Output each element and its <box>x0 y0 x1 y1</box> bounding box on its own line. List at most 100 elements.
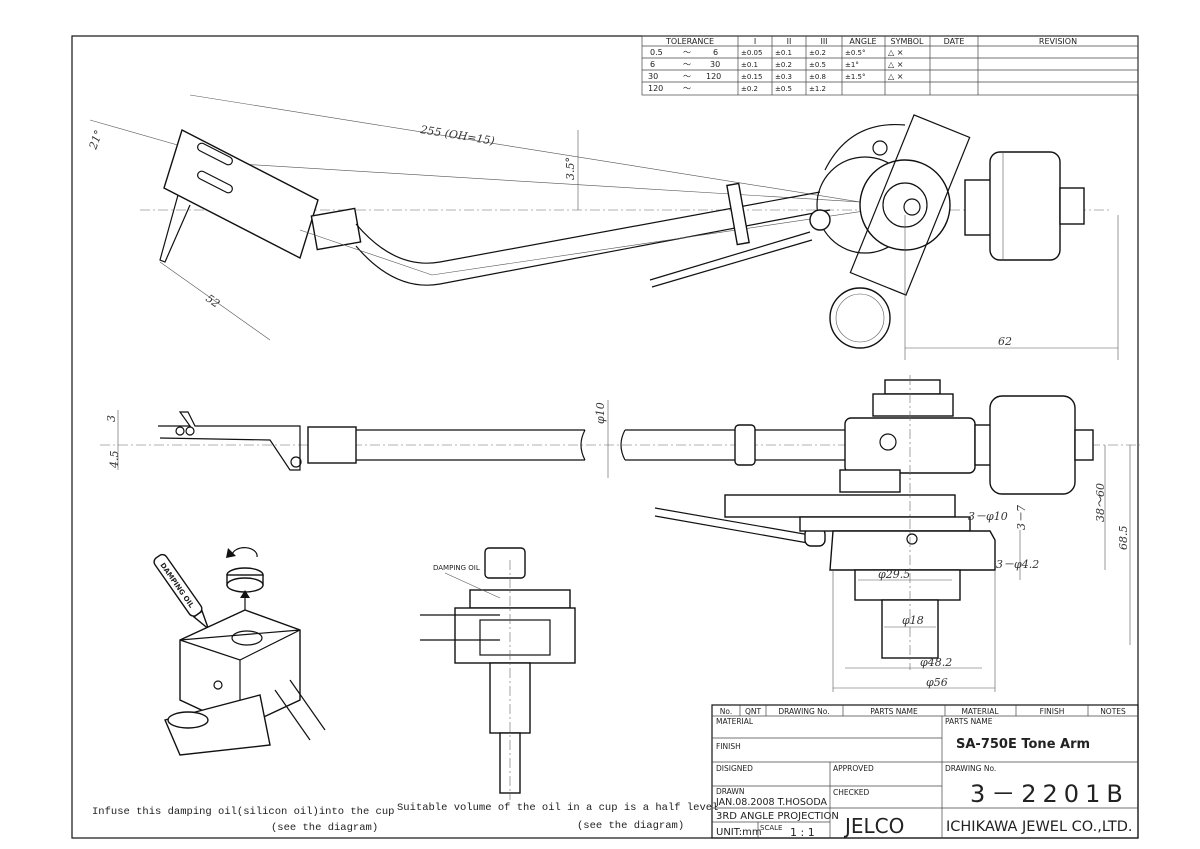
tol-header: ANGLE <box>849 37 876 46</box>
tol-cell: 30 <box>710 60 720 69</box>
tol-cell: ±1° <box>845 61 859 69</box>
tol-header: DATE <box>944 37 965 46</box>
dim-dia-56: φ56 <box>926 676 948 689</box>
oil-bottle: DAMPING OIL <box>153 553 210 631</box>
top-view: 21° 255 (OH=15) 3.5° 52 62 <box>86 94 1119 360</box>
bottle-label: DAMPING OIL <box>158 561 195 609</box>
tol-row: 6 ～ 30 ±0.1 ±0.2 ±0.5 ±1° △ × <box>650 60 903 69</box>
tol-row: 120 ～ ±0.2 ±0.5 ±1.2 <box>648 84 826 93</box>
tol-cell: ±0.1 <box>741 61 758 69</box>
tol-cell: △ × <box>888 72 903 81</box>
tol-cell: 6 <box>713 48 718 57</box>
dim-side-4-5: 4.5 <box>108 451 121 470</box>
tb-header: No. <box>720 707 732 716</box>
caption-2-line-1: Suitable volume of the oil in a cup is a… <box>397 802 718 814</box>
dim-offset-angle: 21° <box>86 128 105 152</box>
headshell <box>159 128 362 263</box>
tol-cell: ±0.5 <box>809 61 826 69</box>
tol-cell: 6 <box>650 60 655 69</box>
cutaway-illustration: DAMPING OIL <box>420 547 576 800</box>
anti-skate-dial <box>829 287 891 349</box>
parts-name: SA-750E Tone Arm <box>956 737 1090 752</box>
tol-cell: ±0.5° <box>845 49 866 57</box>
tol-cell: ±0.2 <box>741 85 758 93</box>
tol-cell: ～ <box>683 72 691 81</box>
drawing-number: 3－2201B <box>970 780 1129 808</box>
tol-row: 30～120 ±0.15±0.3±0.8±1.5°△ × <box>648 72 903 81</box>
dim-depth: 3－7 <box>1015 505 1028 530</box>
scale-label: SCALE <box>760 824 782 832</box>
tol-cell: ±0.2 <box>809 49 826 57</box>
cutaway-label: DAMPING OIL <box>433 564 480 572</box>
tol-cell: ±0.2 <box>775 61 792 69</box>
parts-name-label: PARTS NAME <box>945 717 993 726</box>
tol-header: TOLERANCE <box>665 37 714 46</box>
company-name: ICHIKAWA JEWEL CO.,LTD. <box>946 819 1133 835</box>
tb-header: DRAWING No. <box>778 707 829 716</box>
dim-dia-29-5: φ29.5 <box>878 568 910 581</box>
dim-pivot: 62 <box>998 335 1012 348</box>
tol-cell: ±0.3 <box>775 73 792 81</box>
caption-2-line-2: (see the diagram) <box>577 820 684 832</box>
rotate-arrow-icon <box>231 547 258 558</box>
tol-cell: △ × <box>888 48 903 57</box>
damping-oil-illustration: DAMPING OIL <box>153 547 326 756</box>
tol-cell: 0.5 <box>650 48 663 57</box>
tb-header: QNT <box>745 707 762 716</box>
tolerance-table: TOLERANCE I II III ANGLE SYMBOL DATE REV… <box>641 35 1139 96</box>
drawn-value: JAN.08.2008 T.HOSODA <box>715 797 828 808</box>
tb-header: FINISH <box>1040 707 1065 716</box>
scale-value: 1 : 1 <box>790 826 815 839</box>
drawing-frame <box>71 35 1139 839</box>
checked-label: CHECKED <box>833 788 870 797</box>
finish-label: FINISH <box>716 742 741 751</box>
dim-height-68-5: 68.5 <box>1117 526 1130 551</box>
tol-cell: ±1.5° <box>845 73 866 81</box>
tol-cell: 120 <box>706 72 721 81</box>
dim-holes-10: 3－φ10 <box>968 510 1008 523</box>
tol-cell: ±0.5 <box>775 85 792 93</box>
tb-header: NOTES <box>1100 707 1126 716</box>
unit: UNIT:mm <box>716 827 762 838</box>
dim-height-38-60: 38～60 <box>1094 483 1107 522</box>
drawn-label: DRAWN <box>716 787 744 796</box>
tol-cell: △ × <box>888 60 903 69</box>
lift-lever <box>649 231 811 281</box>
title-block: No. QNT DRAWING No. PARTS NAME MATERIAL … <box>711 704 1139 839</box>
drawing-no-label: DRAWING No. <box>945 764 996 773</box>
dim-side-3: 3 <box>105 415 118 422</box>
tol-cell: 120 <box>648 84 663 93</box>
counterweight <box>964 151 1085 261</box>
caption-1-line-2: (see the diagram) <box>271 822 378 834</box>
dim-effective-length: 255 (OH=15) <box>419 123 496 148</box>
tol-header: II <box>787 37 792 46</box>
tb-header: MATERIAL <box>961 707 999 716</box>
tol-cell: ±0.05 <box>741 49 762 57</box>
projection: 3RD ANGLE PROJECTION <box>716 811 839 822</box>
arm-tube <box>355 191 821 264</box>
tol-cell: ～ <box>683 84 691 93</box>
tol-header: SYMBOL <box>891 37 925 46</box>
tol-cell: ±0.1 <box>775 49 792 57</box>
side-view: 3 4.5 φ10 3－φ10 3－7 38～60 68.5 φ29.5 3－φ… <box>100 375 1140 692</box>
dim-dia-18: φ18 <box>902 614 924 627</box>
designed-label: DISIGNED <box>716 764 753 773</box>
brand-logo: JELCO <box>843 814 904 838</box>
dim-tube-dia: φ10 <box>594 402 607 424</box>
caption-1-line-1: Infuse this damping oil(silicon oil)into… <box>92 806 394 818</box>
tol-cell: ±0.15 <box>741 73 762 81</box>
dim-holes-4-2: 3－φ4.2 <box>996 558 1039 571</box>
tol-cell: ±0.8 <box>809 73 826 81</box>
material-label: MATERIAL <box>716 717 754 726</box>
pivot-assembly <box>809 114 971 349</box>
tb-header: PARTS NAME <box>870 707 918 716</box>
tol-cell: ～ <box>683 60 691 69</box>
tol-header: I <box>754 37 756 46</box>
tol-header: REVISION <box>1039 37 1077 46</box>
tol-row: 0.5 ～ 6 ±0.05 ±0.1 ±0.2 ±0.5° △ × <box>650 48 903 57</box>
tol-cell: ±1.2 <box>809 85 826 93</box>
tol-header: III <box>820 37 827 46</box>
tol-cell: ～ <box>683 48 691 57</box>
approved-label: APPROVED <box>833 764 874 773</box>
